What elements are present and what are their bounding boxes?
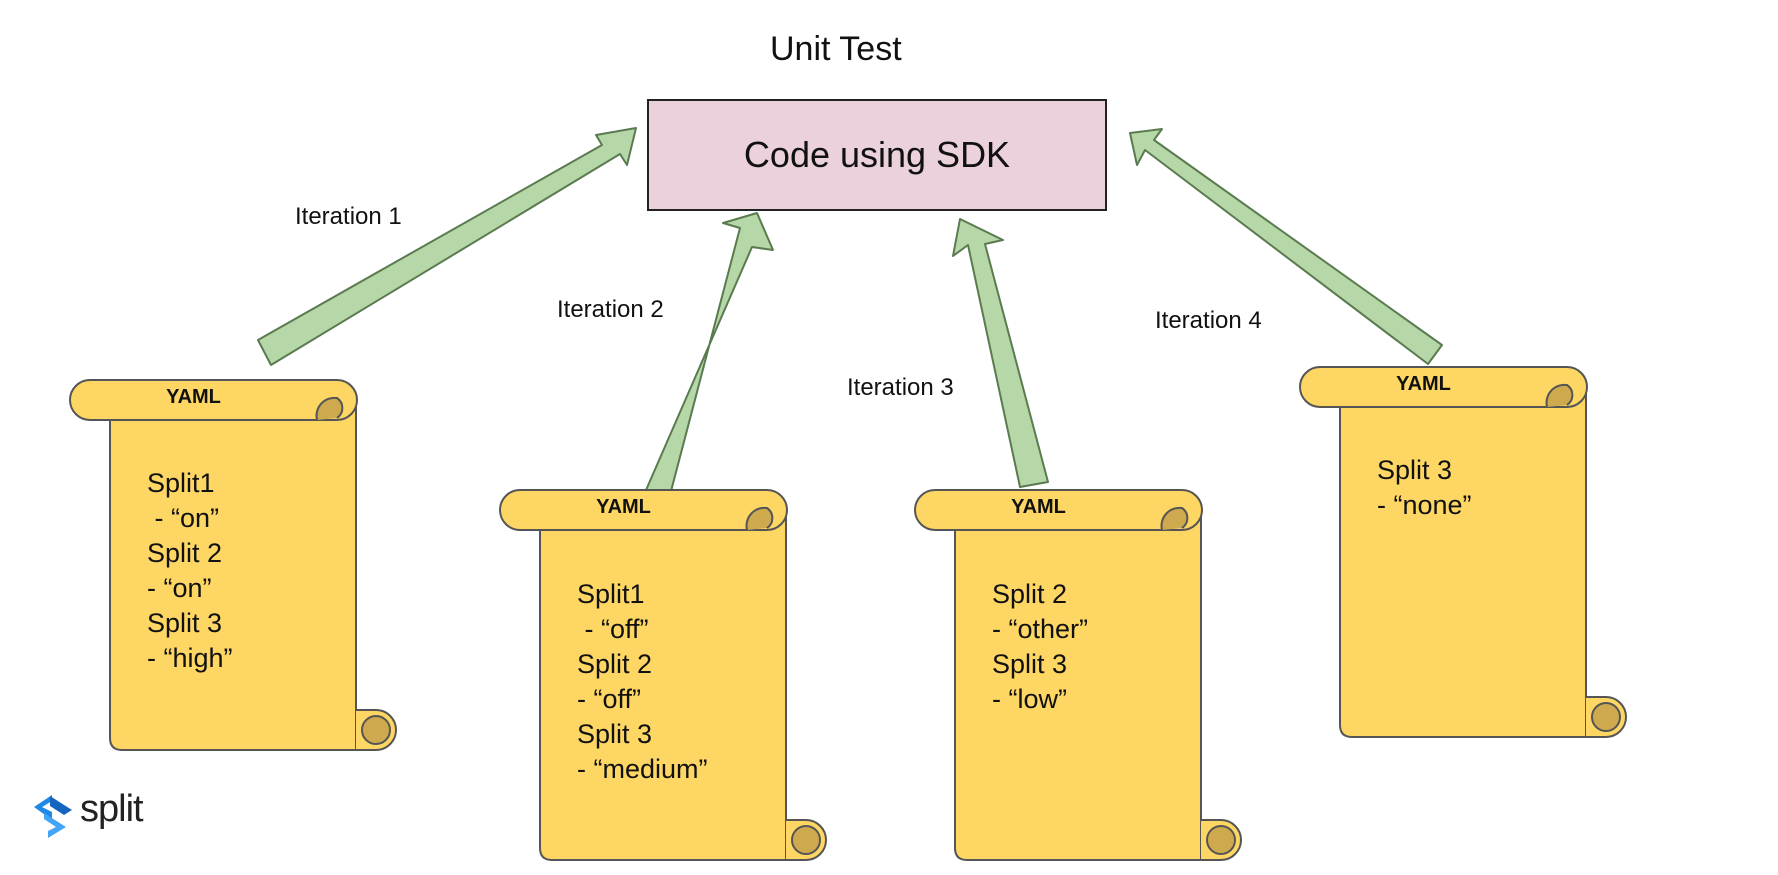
arrow-iteration-2 <box>642 212 774 498</box>
yaml-line: Split1 <box>147 468 215 498</box>
yaml-scroll-2-heading: YAML <box>596 496 651 518</box>
yaml-scroll-1-heading: YAML <box>166 386 221 408</box>
yaml-scroll-1-content: Split1 - “on” Split 2 - “on” Split 3 - “high… <box>147 466 233 676</box>
yaml-line: - “high” <box>147 643 233 673</box>
yaml-scroll-4-heading: YAML <box>1396 373 1451 395</box>
yaml-scroll-4 <box>1299 366 1627 738</box>
yaml-line: - “other” <box>992 614 1089 644</box>
iteration-3-label: Iteration 3 <box>847 374 954 401</box>
yaml-scroll-4-content: Split 3 - “none” <box>1377 453 1472 523</box>
yaml-line: - “off” <box>577 684 642 714</box>
split-logo-text: split <box>80 788 144 830</box>
yaml-line: - “medium” <box>577 754 708 784</box>
yaml-line: - “none” <box>1377 490 1472 520</box>
arrow-iteration-3 <box>952 218 1049 488</box>
yaml-line: Split1 <box>577 579 645 609</box>
yaml-scroll-3-heading: YAML <box>1011 496 1066 518</box>
iteration-1-label: Iteration 1 <box>295 203 402 230</box>
code-box-label: Code using SDK <box>743 134 1011 175</box>
yaml-line: Split 3 <box>577 719 653 749</box>
yaml-line: - “low” <box>992 684 1067 714</box>
yaml-scroll-2 <box>499 489 827 861</box>
yaml-scroll-3-content: Split 2 - “other” Split 3 - “low” <box>992 577 1088 717</box>
diagram-title: Unit Test <box>770 30 902 68</box>
yaml-line: - “on” <box>147 503 220 533</box>
yaml-line: Split 2 <box>147 538 223 568</box>
yaml-scroll-3 <box>914 489 1242 861</box>
yaml-line: Split 3 <box>992 649 1068 679</box>
yaml-line: Split 3 <box>1377 455 1453 485</box>
arrow-iteration-4 <box>1129 128 1443 365</box>
yaml-scroll-1 <box>69 379 397 751</box>
iteration-2-label: Iteration 2 <box>557 296 664 323</box>
arrow-iteration-1 <box>257 127 637 366</box>
yaml-line: Split 2 <box>577 649 653 679</box>
yaml-line: - “off” <box>577 614 649 644</box>
yaml-scroll-2-content: Split1 - “off” Split 2 - “off” Split 3 - “me… <box>577 577 708 787</box>
yaml-line: Split 2 <box>992 579 1068 609</box>
code-using-sdk-box: Code using SDK <box>647 99 1107 211</box>
split-logo-icon <box>34 795 72 838</box>
yaml-line: Split 3 <box>147 608 223 638</box>
iteration-4-label: Iteration 4 <box>1155 307 1262 334</box>
yaml-line: - “on” <box>147 573 212 603</box>
